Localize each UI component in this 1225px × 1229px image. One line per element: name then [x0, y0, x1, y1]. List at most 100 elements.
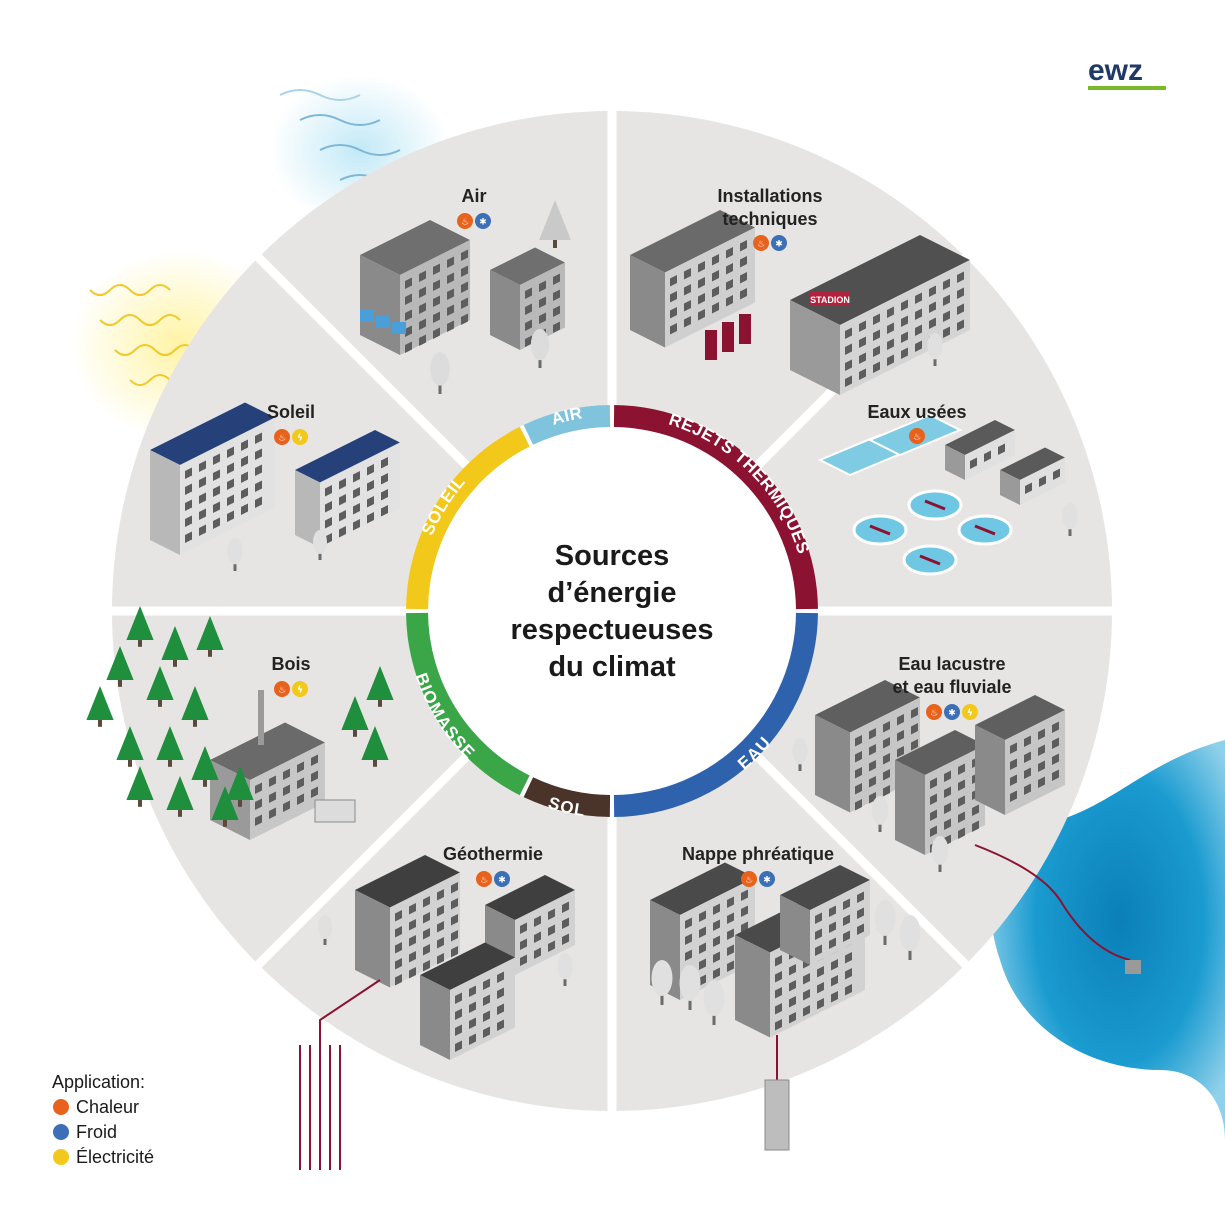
lightning-icon-glyph: ϟ: [297, 686, 303, 696]
wood-chimney: [258, 690, 264, 745]
wood-pine-2-crown: [196, 616, 224, 650]
ground-building-2-window: [845, 968, 852, 980]
stadium-building-window: [873, 345, 880, 357]
wood-pine-5: [181, 686, 209, 727]
stadium-building-window: [957, 271, 964, 283]
geo-tree-2-crown: [557, 953, 573, 980]
tech-building-1-window: [740, 240, 747, 252]
clarifier-arm-3: [919, 554, 941, 566]
tech-building-1-window: [698, 261, 705, 273]
tech-building-1-side: [630, 255, 665, 348]
sun-building-1-window: [185, 467, 192, 479]
label-installations-line1: Installations: [717, 186, 822, 206]
wood-pine-7-crown: [116, 726, 144, 760]
wood-pine-10-crown: [166, 776, 194, 810]
wastewater-building-2-window: [1025, 482, 1032, 494]
flame-icon-glyph: ♨: [461, 218, 469, 228]
stadium-building-window: [957, 319, 964, 331]
geo-building-1-window: [395, 942, 402, 954]
lake-building-1-window: [883, 753, 890, 765]
snowflake-icon-glyph: ✱: [498, 876, 506, 886]
segment-label-lacustre: Eau lacustre et eau fluviale: [892, 654, 1011, 697]
lightning-icon: [962, 704, 978, 720]
wood-pine-6: [86, 686, 114, 727]
geo-building-1-window: [451, 914, 458, 926]
wastewater-building-1-window: [998, 443, 1005, 455]
snowflake-icon: [475, 213, 491, 229]
sun-building-1-window: [227, 462, 234, 474]
sun-building-2-window: [381, 505, 388, 517]
wood-pine-9-crown: [126, 766, 154, 800]
ground-building-1-roof: [650, 862, 755, 915]
app-icon-nappe-heat: ♨: [741, 871, 757, 887]
wood-pine-13-trunk: [378, 700, 382, 707]
tech-pipe-2: [739, 314, 751, 344]
wastewater-tree: [1062, 503, 1078, 536]
geo-building-1: [355, 855, 460, 988]
air-building-1-window: [461, 249, 468, 261]
ground-building-1-window: [741, 889, 748, 901]
lake-building-2-side: [895, 760, 925, 855]
geo-building-1-side: [355, 890, 390, 988]
lake-building-1-window: [869, 728, 876, 740]
geo-building-2-window: [548, 908, 555, 920]
geo-building-1-window: [423, 896, 430, 908]
ground-building-1-window: [727, 944, 734, 956]
wood-pine-10: [166, 776, 194, 817]
legend-title: Application:: [52, 1072, 145, 1092]
lake-building-3-window: [1024, 783, 1031, 795]
lake-building-1-window: [883, 785, 890, 797]
ground-building-3-window: [857, 907, 864, 919]
air-building-1-window: [419, 334, 426, 346]
lake-building-1-window: [911, 707, 918, 719]
lake-building-2-window: [944, 818, 951, 830]
sun-building-1-window: [185, 499, 192, 511]
geo-tree-1-trunk: [323, 935, 327, 945]
clarifier-arm-1: [924, 499, 946, 511]
center-title: Sources d’énergie respectueuses du clima…: [510, 540, 713, 683]
label-soleil: Soleil: [267, 402, 315, 422]
air-building-1-window: [447, 272, 454, 284]
sun-building-2-window: [325, 501, 332, 513]
air-building-1-window: [433, 295, 440, 307]
wood-pine-3: [106, 646, 134, 687]
ground-building-3-window: [815, 912, 822, 924]
air-tree-3-crown: [530, 329, 550, 361]
geo-building-1-window: [451, 930, 458, 942]
geo-building-1-window: [451, 946, 458, 958]
lake-tree-2-crown: [871, 796, 889, 825]
air-building-2-side: [490, 270, 520, 350]
wheel-divider-7: [253, 252, 471, 470]
geo-building-3-window: [469, 1033, 476, 1045]
geo-building-2-window: [534, 931, 541, 943]
snowflake-icon: [944, 704, 960, 720]
tech-tree-1-crown: [927, 333, 943, 360]
geo-tree-1: [318, 915, 332, 945]
clarifier-arm-0: [869, 524, 891, 536]
sun-building-2-window: [339, 494, 346, 506]
segment-label-installations: Installations techniques: [717, 186, 822, 229]
ground-building-1-window: [685, 917, 692, 929]
lake-building-2-window: [930, 809, 937, 821]
geo-building-1-window: [395, 958, 402, 970]
legend-label-cold: Froid: [76, 1122, 117, 1142]
ground-tree-2-trunk: [712, 1010, 716, 1025]
air-building-2-window: [539, 312, 546, 324]
air-building-1-window: [461, 313, 468, 325]
wood-pine-13: [366, 666, 394, 707]
application-icons: ♨✱♨✱♨♨✱ϟ♨✱♨✱♨ϟ♨ϟ: [274, 213, 978, 887]
lake-building-3-window: [1024, 735, 1031, 747]
sun-building-1-window: [255, 480, 262, 492]
lake-building-3-window: [1010, 790, 1017, 802]
stadium-building-window: [929, 285, 936, 297]
geo-building-2-front: [515, 890, 575, 975]
sun-building-1-window: [199, 476, 206, 488]
wheel-center-disc: [406, 405, 818, 817]
stadium-building-window: [887, 306, 894, 318]
tech-building-1-window: [726, 247, 733, 259]
segment-label-air: Air: [461, 186, 486, 206]
air-tree-1: [539, 200, 571, 248]
wood-pine-5-crown: [181, 686, 209, 720]
wood-plant-window: [283, 768, 290, 780]
